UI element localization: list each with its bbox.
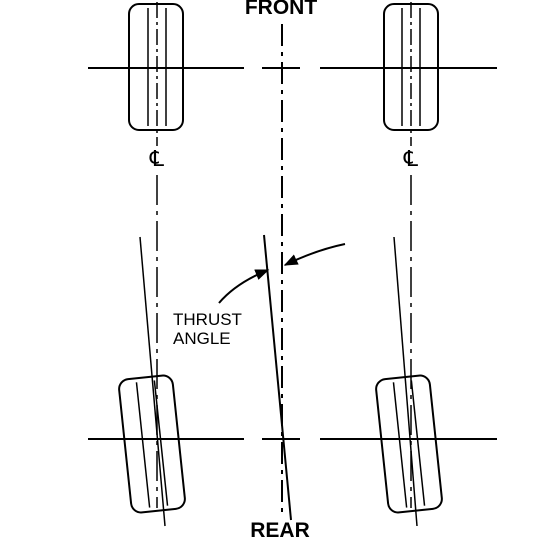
rear-right-wheel-line bbox=[393, 236, 418, 527]
front-left-tire bbox=[128, 3, 184, 131]
thrust-angle-arrow-left bbox=[218, 269, 270, 304]
centerline-symbol-left: ℄ bbox=[149, 146, 165, 171]
rear-left-tire bbox=[118, 374, 186, 514]
thrust-line bbox=[263, 234, 292, 521]
centerline-symbol-right: ℄ bbox=[403, 146, 419, 171]
rear-left-wheel-line bbox=[139, 236, 166, 527]
rear-right-tire bbox=[375, 374, 443, 514]
thrust-angle-arrow-right bbox=[283, 243, 346, 266]
rear-label: REAR bbox=[250, 519, 310, 542]
front-label: FRONT bbox=[245, 0, 317, 19]
thrust-angle-label-line1: THRUST bbox=[173, 310, 242, 329]
thrust-angle-label-line2: ANGLE bbox=[173, 329, 231, 348]
